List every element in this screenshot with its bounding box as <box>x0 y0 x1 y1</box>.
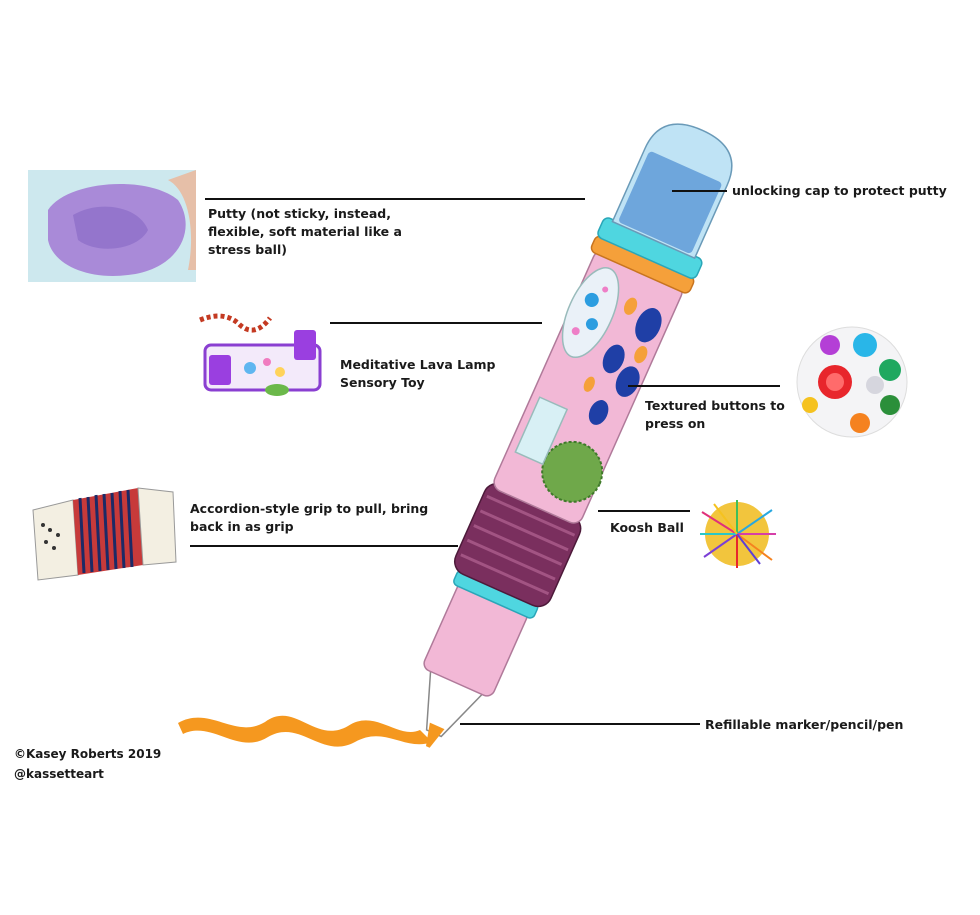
marker-scribble <box>178 715 432 747</box>
leader-line-buttons <box>628 385 780 387</box>
lava-lamp-label: Meditative Lava Lamp Sensory Toy <box>340 357 496 391</box>
textured-button <box>602 344 625 374</box>
refill-tip-label: Refillable marker/pencil/pen <box>705 717 904 732</box>
leader-line-tip <box>460 723 700 725</box>
accordion-photo <box>28 480 178 588</box>
textured-button <box>635 308 662 343</box>
lava-lamp-toy-photo <box>195 310 330 400</box>
koosh-ball-photo <box>692 492 782 572</box>
cap-label: unlocking cap to protect putty <box>732 183 947 198</box>
credit-line-2: @kassetteart <box>14 767 104 781</box>
leader-line-cap <box>672 190 727 192</box>
leader-line-lava <box>330 322 542 324</box>
putty-label: Putty (not sticky, instead, flexible, so… <box>208 206 402 258</box>
textured-button <box>588 400 609 425</box>
leader-line-putty <box>205 198 585 200</box>
putty-photo <box>28 170 196 282</box>
textured-buttons-label: Textured buttons to press on <box>645 398 785 432</box>
leader-line-koosh <box>598 510 690 512</box>
textured-button <box>615 366 640 397</box>
credit-line-1: ©Kasey Roberts 2019 <box>14 747 162 761</box>
koosh-ball-patch <box>541 440 604 503</box>
koosh-ball-label: Koosh Ball <box>610 520 684 535</box>
accordion-grip-label: Accordion-style grip to pull, bring back… <box>190 501 429 535</box>
rainbow-ball-photo <box>790 320 915 445</box>
leader-line-accordion <box>190 545 458 547</box>
